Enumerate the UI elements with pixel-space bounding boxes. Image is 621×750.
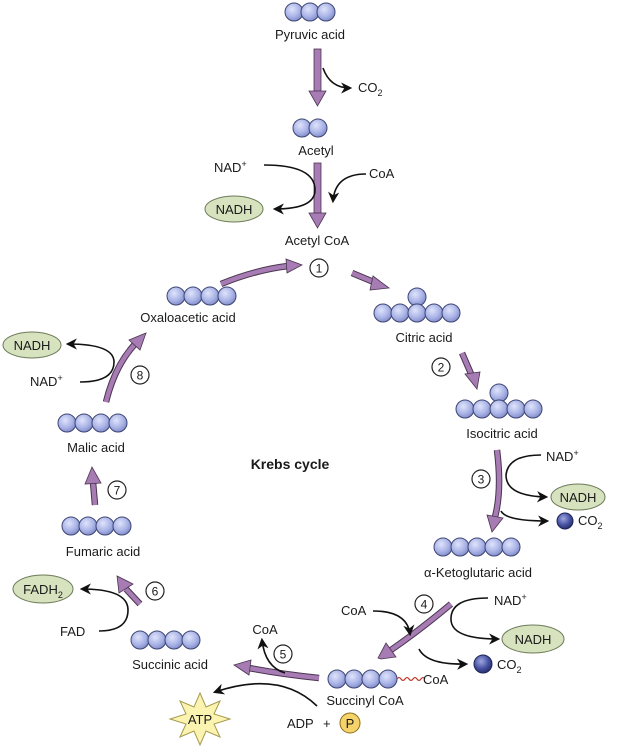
step-2-marker: 2 [431, 357, 451, 377]
malic-acid-label: Malic acid [67, 440, 125, 455]
arrow-fumaric-to-malic [84, 466, 102, 506]
step-1-marker: 1 [309, 258, 329, 278]
nadh-badge-step3 [550, 483, 606, 511]
oxaloacetic-acid-molecule [166, 286, 237, 306]
atp-starburst [168, 691, 232, 747]
fumaric-acid-molecule [61, 516, 132, 536]
step-6-marker: 6 [145, 581, 165, 601]
step-5-marker: 5 [273, 644, 293, 664]
arrow-succinic-to-fumaric [116, 575, 143, 607]
fad-to-fadh2-arrow [79, 583, 129, 632]
fad-label: FAD [60, 624, 85, 639]
arrow-pyruvate-to-acetyl [308, 48, 327, 107]
step-4-marker: 4 [414, 594, 434, 614]
fadh2-label: FADH2 [23, 582, 63, 600]
svg-text:5: 5 [280, 648, 287, 662]
plus-sign: + [323, 716, 331, 731]
step-7-marker: 7 [107, 480, 127, 500]
atp-formation-arrow [212, 682, 318, 707]
succinyl-coa-tag-label: CoA [423, 672, 449, 687]
svg-text:6: 6 [152, 585, 159, 599]
ketoglutaric-acid-molecule [433, 537, 521, 557]
arrow-step1-to-citric [350, 270, 391, 291]
succinic-acid-molecule [130, 630, 201, 650]
ketoglutaric-acid-label: α-Ketoglutaric acid [424, 565, 532, 580]
atp-label: ATP [188, 712, 212, 727]
acetyl-label: Acetyl [298, 143, 334, 158]
svg-text:1: 1 [316, 262, 323, 276]
nadh-label-step3: NADH [560, 490, 597, 505]
acetyl-coa-label: Acetyl CoA [285, 233, 350, 248]
nadh-badge-step4 [501, 624, 565, 654]
coa-label-prep: CoA [369, 166, 395, 181]
succinic-acid-label: Succinic acid [132, 657, 208, 672]
arrow-oxaloacetic-to-step1 [219, 258, 303, 288]
co2-release-arrow-step4 [418, 648, 469, 670]
nad-plus-label-step3: NAD+ [546, 448, 579, 464]
nadh-label-step8: NADH [14, 338, 51, 353]
step-3-marker: 3 [471, 469, 491, 489]
nad-plus-label-step8: NAD+ [30, 373, 63, 389]
nad-plus-label-prep: NAD+ [214, 159, 247, 175]
svg-text:2: 2 [438, 361, 445, 375]
arrow-acetyl-to-acetylcoa [308, 162, 327, 229]
co2-release-arrow-step3 [500, 510, 550, 527]
co2-label-step3: CO2 [578, 513, 603, 531]
nadh-badge-step8 [2, 331, 62, 359]
nad-to-nadh-arrow-prep [263, 164, 316, 215]
nadh-label-prep: NADH [216, 202, 253, 217]
step-8-marker: 8 [130, 365, 150, 385]
co2-label-step4: CO2 [497, 657, 522, 675]
fadh2-badge [12, 574, 74, 604]
citric-acid-label: Citric acid [395, 330, 452, 345]
adp-label: ADP [287, 716, 314, 731]
isocitric-acid-label: Isocitric acid [466, 426, 538, 441]
coa-label-step5: CoA [252, 622, 278, 637]
thioester-bond [396, 676, 426, 682]
arrow-malic-to-oxaloacetic [102, 332, 147, 403]
co2-ball-step3 [556, 512, 574, 530]
arrow-succinylcoa-to-succinic [233, 659, 320, 682]
svg-text:7: 7 [114, 484, 121, 498]
coa-label-step4: CoA [341, 603, 367, 618]
coa-join-arrow [328, 173, 367, 204]
oxaloacetic-acid-label: Oxaloacetic acid [140, 310, 235, 325]
co2-ball-step4 [473, 654, 493, 674]
arrow-citric-to-isocitric [459, 351, 481, 390]
svg-text:8: 8 [137, 369, 144, 383]
co2-label-prep: CO2 [358, 80, 383, 98]
pyruvic-acid-molecule [284, 2, 336, 22]
co2-release-arrow [322, 67, 353, 94]
coa-join-arrow-step4 [372, 610, 415, 637]
svg-text:3: 3 [478, 473, 485, 487]
nad-plus-label-step4: NAD+ [494, 592, 527, 608]
fumaric-acid-label: Fumaric acid [66, 544, 140, 559]
isocitric-acid-molecule [455, 383, 543, 419]
pyruvic-acid-label: Pyruvic acid [275, 27, 345, 42]
nad-to-nadh-arrow-step8 [65, 338, 115, 383]
nad-to-nadh-arrow-step4 [450, 597, 501, 645]
svg-text:4: 4 [421, 598, 428, 612]
coa-release-arrow-step5 [257, 637, 286, 674]
succinyl-coa-molecule [327, 669, 426, 689]
nadh-label-step4: NADH [515, 632, 552, 647]
krebs-cycle-title: Krebs cycle [251, 456, 330, 472]
phosphate-label: P [346, 716, 355, 731]
phosphate-badge [339, 712, 361, 734]
arrow-isocitric-to-ketoglutaric [486, 449, 504, 533]
citric-acid-molecule [373, 287, 461, 323]
arrow-ketoglutaric-to-succinylcoa [377, 601, 454, 660]
acetyl-molecule [292, 118, 328, 138]
malic-acid-molecule [57, 413, 128, 433]
nad-to-nadh-arrow-step3 [505, 454, 549, 503]
nadh-badge-prep [204, 195, 264, 223]
succinyl-coa-label: Succinyl CoA [326, 693, 404, 708]
